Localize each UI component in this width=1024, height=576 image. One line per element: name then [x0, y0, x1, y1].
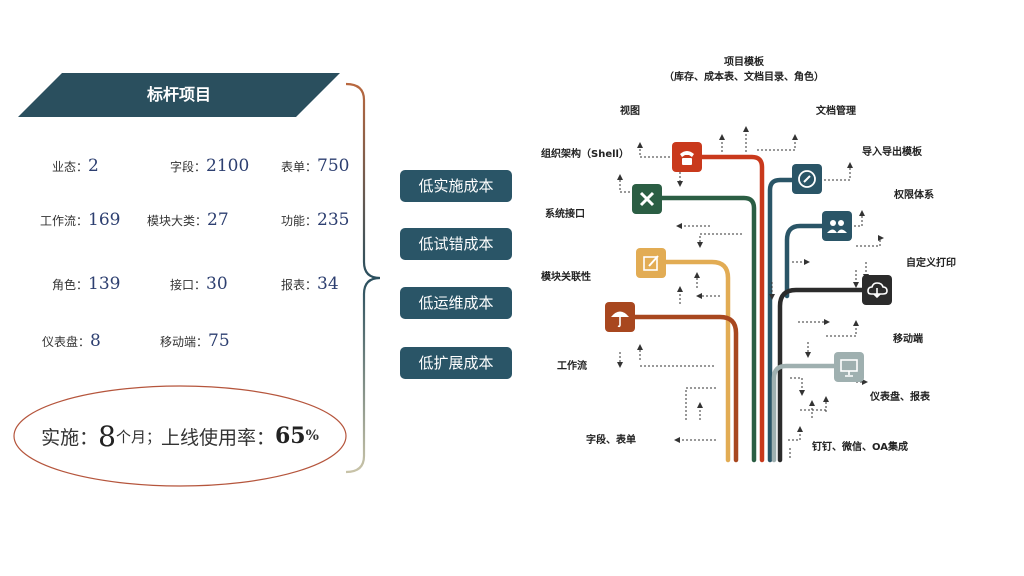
label-custom-print: 自定义打印: [906, 258, 956, 269]
stat-value: 75: [208, 331, 230, 351]
trunk-teal-1: [767, 177, 797, 463]
label-mobile: 移动端: [893, 334, 923, 345]
stat-dashboards: 仪表盘：8: [42, 331, 101, 351]
stat-value: 235: [317, 210, 350, 230]
stat-label: 工作流：: [40, 214, 89, 228]
implementation-summary: 实施： 8 个月； 上线使用率： 65 %: [12, 384, 348, 488]
stat-fields: 字段：2100: [170, 156, 249, 176]
edit-icon: [636, 248, 666, 278]
low-trial-cost-button[interactable]: 低试错成本: [400, 228, 512, 260]
presentation-icon: [834, 352, 864, 382]
label-integration: 钉钉、微信、OA集成: [812, 442, 908, 453]
trunk-black: [777, 287, 865, 463]
trunk-green: [659, 195, 757, 463]
stat-functions: 功能：235: [281, 210, 349, 230]
stat-value: 2100: [206, 156, 250, 176]
stat-label: 功能：: [281, 214, 318, 228]
stat-workflow: 工作流：169: [40, 210, 120, 230]
trunk-brown: [632, 314, 739, 463]
stat-label: 报表：: [281, 278, 318, 292]
stat-value: 8: [90, 331, 101, 351]
tools-icon: [632, 184, 662, 214]
phone-icon: [672, 142, 702, 172]
stat-value: 139: [88, 274, 121, 294]
diagram-top-sublabel: （库存、成本表、文档目录、角色）: [664, 72, 824, 83]
low-extension-cost-button[interactable]: 低扩展成本: [400, 347, 512, 379]
stat-value: 2: [88, 156, 99, 176]
banner-shape: [18, 73, 340, 117]
stat-mobile: 移动端：75: [160, 331, 230, 351]
low-implementation-cost-button[interactable]: 低实施成本: [400, 170, 512, 202]
stat-label: 仪表盘：: [42, 335, 91, 349]
trunk-red: [699, 154, 765, 463]
label-workflow: 工作流: [557, 361, 587, 372]
label-doc-management: 文档管理: [816, 106, 856, 117]
stat-label: 字段：: [170, 160, 207, 174]
stat-label: 模块大类：: [147, 214, 208, 228]
stat-label: 业态：: [52, 160, 89, 174]
trunk-yellow: [663, 259, 731, 463]
cloud-download-icon: [862, 275, 892, 305]
label-view: 视图: [620, 106, 640, 117]
umbrella-icon: [605, 302, 635, 332]
impl-months-unit: 个月；: [115, 427, 161, 446]
impl-months-value: 8: [98, 419, 116, 453]
stat-label: 角色：: [52, 278, 89, 292]
impl-rate-value: 65: [274, 423, 306, 449]
banner-title: 标杆项目: [146, 85, 211, 104]
stat-value: 27: [207, 210, 229, 230]
impl-rate-unit: %: [305, 428, 319, 444]
label-fields-forms: 字段、表单: [586, 435, 636, 446]
label-permissions: 权限体系: [894, 190, 934, 201]
label-org-structure: 组织架构（Shell）: [541, 149, 629, 160]
stat-reports: 报表：34: [281, 274, 339, 294]
banner: 标杆项目: [18, 73, 340, 117]
stat-value: 30: [206, 274, 228, 294]
label-dashboard-report: 仪表盘、报表: [870, 392, 930, 403]
stat-label: 接口：: [170, 278, 207, 292]
label-module-relation: 模块关联性: [541, 272, 591, 283]
users-icon: [822, 211, 852, 241]
stat-interfaces: 接口：30: [170, 274, 228, 294]
label-system-interface: 系统接口: [545, 209, 585, 220]
stat-label: 移动端：: [160, 335, 209, 349]
diagram-top-label: 项目模板: [724, 57, 764, 68]
impl-rate-label: 上线使用率：: [160, 426, 275, 449]
impl-prefix: 实施：: [41, 426, 99, 449]
stat-module-categories: 模块大类：27: [147, 210, 229, 230]
compass-icon: [792, 164, 822, 194]
stat-value: 34: [317, 274, 339, 294]
stat-value: 169: [88, 210, 121, 230]
stat-roles: 角色：139: [52, 274, 120, 294]
low-maintenance-cost-button[interactable]: 低运维成本: [400, 287, 512, 319]
label-import-export: 导入导出模板: [862, 147, 922, 158]
trunk-teal-2: [784, 223, 825, 299]
stat-forms: 表单：750: [281, 156, 349, 176]
trunk-grey: [771, 363, 837, 463]
stat-format: 业态：2: [52, 156, 99, 176]
stat-label: 表单：: [281, 160, 318, 174]
stat-value: 750: [317, 156, 350, 176]
